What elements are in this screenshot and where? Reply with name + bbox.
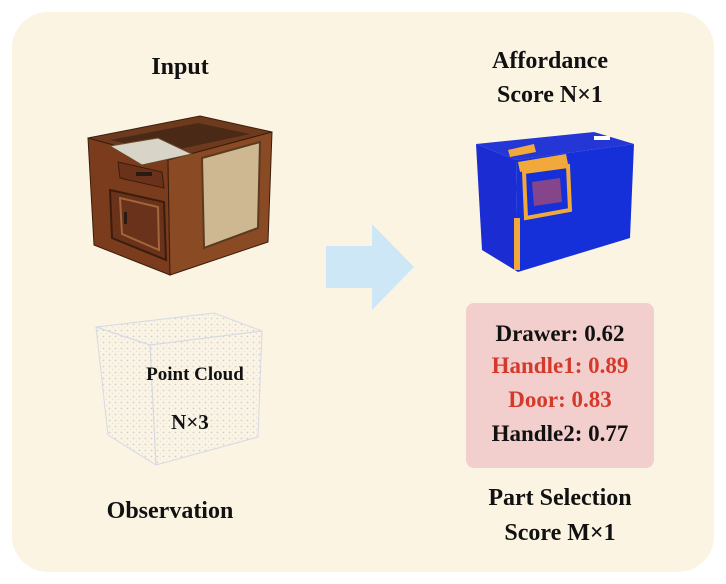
- part-selection-title-line1: Part Selection: [488, 485, 632, 511]
- score-handle2: Handle2: 0.77: [491, 421, 629, 446]
- score-handle1: Handle1: 0.89: [491, 353, 629, 378]
- right-arrow-icon: [326, 224, 414, 310]
- part-selection-score-box: Drawer: 0.62 Handle1: 0.89 Door: 0.83 Ha…: [466, 303, 654, 468]
- score-door: Door: 0.83: [508, 387, 612, 412]
- affordance-title-line1: Affordance: [492, 48, 608, 74]
- point-cloud-label: Point Cloud: [146, 364, 244, 385]
- point-cloud-dims: N×3: [171, 410, 209, 434]
- figure-panel: [12, 12, 714, 572]
- input-title: Input: [151, 54, 209, 80]
- cabinet-3d-model: [87, 115, 273, 276]
- part-selection-title-line2: Score M×1: [504, 520, 616, 546]
- affordance-title-line2: Score N×1: [497, 82, 603, 108]
- score-drawer: Drawer: 0.62: [495, 321, 625, 346]
- observation-title: Observation: [106, 498, 234, 524]
- point-cloud-visualization: [95, 312, 263, 466]
- affordance-heatmap: [476, 132, 634, 272]
